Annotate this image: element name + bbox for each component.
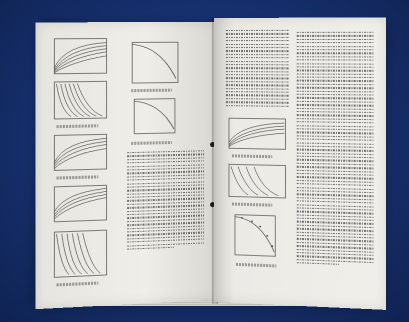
graph-second-curve <box>131 97 178 138</box>
caption-left-5 <box>131 140 172 145</box>
caption-left-3 <box>56 281 99 287</box>
graph-mid-left-2 <box>50 132 108 174</box>
caption-left-4 <box>131 88 172 93</box>
right-page-text-top-left <box>225 29 289 109</box>
caption-left-2 <box>56 175 99 180</box>
caption-right-3 <box>235 262 277 268</box>
right-page-text-column <box>296 31 374 269</box>
graph-right-2 <box>226 162 289 202</box>
graph-mid-left-1 <box>50 79 108 123</box>
left-page-text <box>127 150 205 252</box>
caption-right-2 <box>231 202 273 207</box>
graph-right-3 <box>232 213 278 261</box>
left-page <box>35 22 216 310</box>
caption-right-1 <box>231 154 273 159</box>
graph-right-1 <box>226 116 289 153</box>
graph-top-left <box>50 36 108 77</box>
graph-bottom-left-1 <box>50 183 108 226</box>
graph-bottom-left-2 <box>50 228 108 282</box>
right-page <box>214 17 387 310</box>
caption-left-1 <box>56 124 99 129</box>
graph-top-right-curve <box>129 40 180 87</box>
